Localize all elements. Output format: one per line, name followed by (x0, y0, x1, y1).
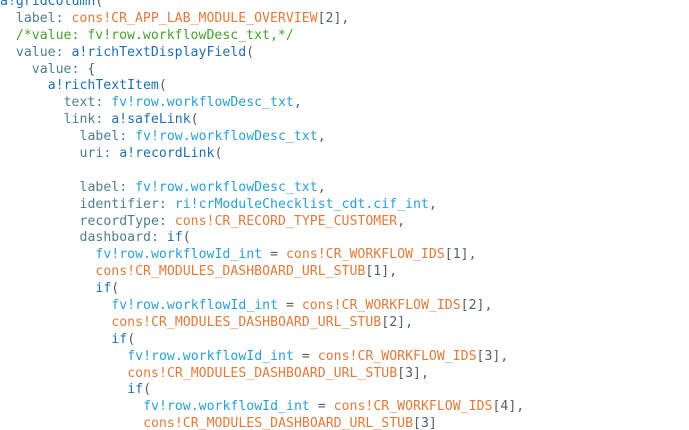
code-token-cons: cons!CR_MODULES_DASHBOARD_URL_STUB (111, 314, 382, 330)
code-line: if( (0, 281, 524, 298)
code-token-cons: cons!CR_MODULES_DASHBOARD_URL_STUB (127, 365, 398, 381)
code-token-punct: ( (143, 382, 152, 398)
code-token-punct: [3], (476, 348, 509, 364)
code-token-cons: cons!CR_WORKFLOW_IDS (285, 247, 445, 263)
code-line: cons!CR_MODULES_DASHBOARD_URL_STUB[3], (0, 366, 524, 383)
code-token-punct: = (309, 399, 334, 415)
code-token-prop: label: (79, 179, 136, 195)
code-line: a!richTextItem( (0, 78, 524, 95)
code-token-field: fv!row.workflowId_int (127, 348, 294, 364)
code-line: /*value: fv!row.workflowDesc_txt,*/ (0, 28, 524, 45)
code-line: cons!CR_MODULES_DASHBOARD_URL_STUB[3] (0, 416, 524, 430)
code-token-cons: cons!CR_MODULES_DASHBOARD_URL_STUB (143, 416, 414, 430)
code-token-punct: [3], (397, 365, 429, 381)
code-token-punct: ( (111, 281, 120, 297)
code-line (0, 163, 524, 180)
code-token-fn: if (166, 230, 183, 246)
code-token-punct: ( (95, 0, 104, 9)
code-token-punct: [2], (317, 10, 350, 26)
code-line: fv!row.workflowId_int = cons!CR_WORKFLOW… (0, 298, 524, 315)
code-token-punct: = (293, 348, 318, 364)
code-token-field: ri!crModuleChecklist_cdt.cif_int (174, 196, 429, 212)
code-token-comment: /*value: fv!row.workflowDesc_txt,*/ (15, 27, 294, 43)
code-token-punct: { (87, 61, 96, 77)
code-content[interactable]: a!gridColumn(label: cons!CR_APP_LAB_MODU… (0, 0, 524, 430)
code-token-fn: a!recordLink (119, 146, 215, 162)
code-token-cons: cons!CR_MODULES_DASHBOARD_URL_STUB (95, 264, 366, 280)
code-token-fn: a!richTextItem (47, 78, 159, 94)
code-token-prop: text: (63, 95, 112, 111)
code-token-punct: [2], (460, 298, 493, 314)
code-line: label: cons!CR_APP_LAB_MODULE_OVERVIEW[2… (0, 11, 524, 28)
code-token-prop: dashboard: (79, 230, 167, 246)
code-line: fv!row.workflowId_int = cons!CR_WORKFLOW… (0, 399, 524, 416)
code-line: if( (0, 382, 524, 399)
code-line: identifier: ri!crModuleChecklist_cdt.cif… (0, 197, 524, 214)
code-token-punct: [3] (413, 416, 437, 430)
code-token-punct: ( (214, 146, 223, 162)
code-token-cons: cons!CR_WORKFLOW_IDS (333, 399, 493, 415)
code-token-cons: cons!CR_APP_LAB_MODULE_OVERVIEW (71, 10, 318, 26)
code-line: if( (0, 332, 524, 349)
code-token-prop: link: (63, 112, 112, 128)
code-token-prop: identifier: (79, 196, 175, 212)
code-token-punct: [1], (444, 247, 477, 263)
code-token-fn: if (127, 382, 144, 398)
code-line: cons!CR_MODULES_DASHBOARD_URL_STUB[2], (0, 315, 524, 332)
code-token-punct: [4], (492, 399, 525, 415)
code-token-prop: label: (15, 10, 72, 26)
code-line: link: a!safeLink( (0, 112, 524, 129)
code-line: fv!row.workflowId_int = cons!CR_WORKFLOW… (0, 349, 524, 366)
code-token-field: fv!row.workflowDesc_txt (135, 179, 318, 195)
code-line: recordType: cons!CR_RECORD_TYPE_CUSTOMER… (0, 214, 524, 231)
code-token-prop: uri: (79, 146, 120, 162)
code-line: value: { (0, 62, 524, 79)
code-token-field: fv!row.workflowDesc_txt (111, 95, 294, 111)
code-token-punct: = (262, 247, 286, 263)
code-token-punct: , (317, 129, 326, 145)
code-token-punct: ( (246, 44, 255, 60)
code-line: fv!row.workflowId_int = cons!CR_WORKFLOW… (0, 247, 524, 264)
code-token-field: fv!row.workflowId_int (95, 247, 263, 263)
code-token-punct: , (317, 179, 326, 195)
code-line: value: a!richTextDisplayField( (0, 45, 524, 62)
code-token-punct: ( (127, 331, 136, 347)
code-token-prop: value: (15, 44, 72, 60)
code-token-punct: , (397, 213, 406, 229)
code-token-fn: a!gridColumn (0, 0, 96, 9)
code-token-cons: cons!CR_RECORD_TYPE_CUSTOMER (174, 213, 398, 229)
code-line: a!gridColumn( (0, 0, 524, 11)
code-token-fn: a!richTextDisplayField (71, 44, 247, 60)
code-token-punct: , (293, 95, 302, 111)
code-token-cons: cons!CR_WORKFLOW_IDS (301, 298, 461, 314)
code-line: label: fv!row.workflowDesc_txt, (0, 129, 524, 146)
code-token-fn: if (95, 281, 112, 297)
code-token-punct: = (278, 298, 302, 314)
code-token-cons: cons!CR_WORKFLOW_IDS (317, 348, 477, 364)
code-token-punct: ( (158, 78, 167, 94)
code-token-punct: [1], (365, 264, 398, 280)
code-token-punct: ( (190, 112, 199, 128)
code-token-field: fv!row.workflowId_int (143, 399, 310, 415)
code-token-field: fv!row.workflowId_int (111, 298, 279, 314)
code-token-prop: recordType: (79, 213, 175, 229)
code-line: uri: a!recordLink( (0, 146, 524, 163)
code-token-field: fv!row.workflowDesc_txt (135, 129, 318, 145)
code-line: dashboard: if( (0, 230, 524, 247)
code-token-fn: if (111, 331, 128, 347)
code-token-punct: , (428, 196, 437, 212)
code-token-fn: a!safeLink (111, 112, 191, 128)
code-line: text: fv!row.workflowDesc_txt, (0, 95, 524, 112)
code-token-prop: label: (79, 129, 136, 145)
code-token-prop: value: (31, 61, 88, 77)
code-line: cons!CR_MODULES_DASHBOARD_URL_STUB[1], (0, 264, 524, 281)
code-line: label: fv!row.workflowDesc_txt, (0, 180, 524, 197)
code-token-punct: [2], (381, 314, 414, 330)
code-token-punct: ( (182, 230, 191, 246)
